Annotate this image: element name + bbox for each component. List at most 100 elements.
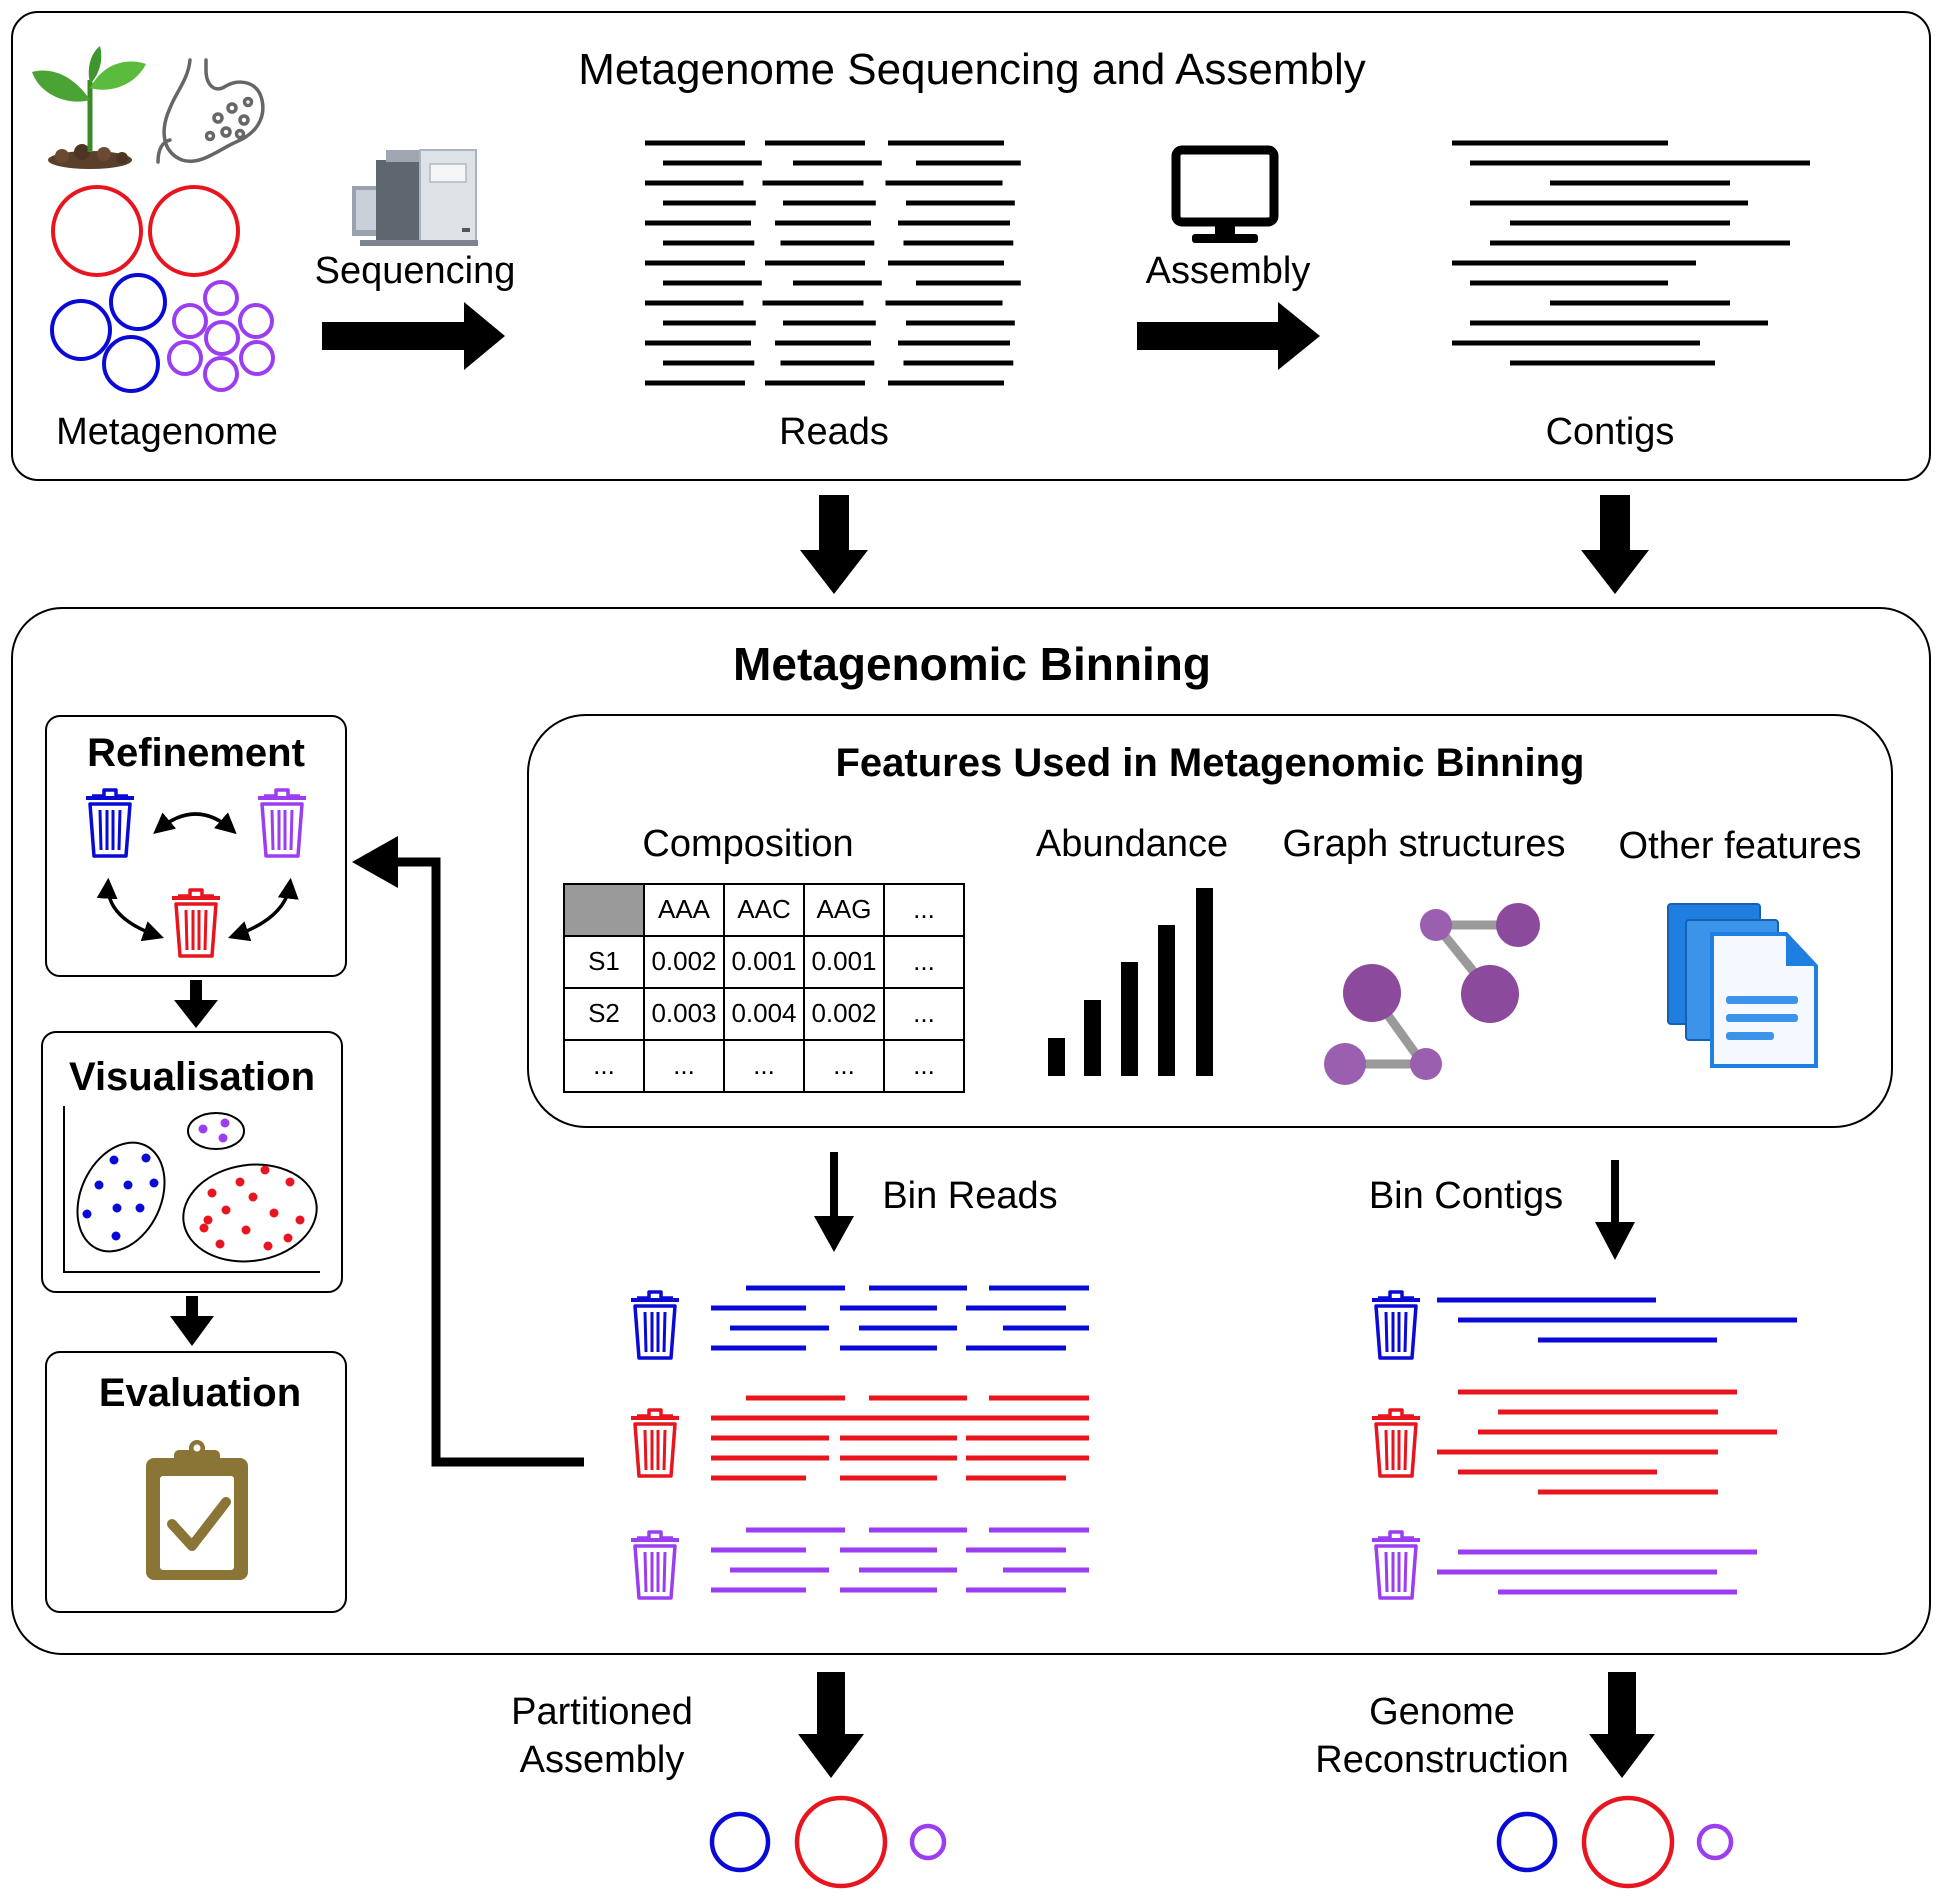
table-cell-text: ... <box>913 998 935 1028</box>
table-cell-text: 0.002 <box>651 946 716 976</box>
refinement-to-visualisation-arrow <box>174 980 218 1028</box>
contigs-lines <box>1452 140 1810 366</box>
table-cell-text: ... <box>913 946 935 976</box>
bin-contigs-arrow <box>1595 1160 1635 1260</box>
table-cell <box>643 883 725 937</box>
scatter-point <box>241 1225 251 1235</box>
table-cell <box>563 1039 645 1093</box>
table-cell <box>643 1039 725 1093</box>
trash-bin-icon <box>170 888 222 958</box>
partitioned-assembly-arrow <box>798 1672 864 1778</box>
sequencer-icon <box>352 149 478 246</box>
partitioned-label-line2: Assembly <box>520 1739 685 1781</box>
scatter-point <box>111 1231 121 1241</box>
feedback-arrow <box>392 857 584 1467</box>
clipboard-check-icon <box>146 1440 248 1580</box>
abundance-label: Abundance <box>1036 823 1228 865</box>
binned-reads <box>711 1285 1089 1593</box>
table-cell <box>563 883 645 937</box>
table-cell <box>723 935 805 989</box>
graph-network-icon <box>1324 903 1540 1085</box>
table-cell-text: ... <box>593 1050 615 1080</box>
metagenome-genomes <box>50 185 275 393</box>
scatter-point <box>235 1177 245 1187</box>
trash-bin-icon <box>1370 1290 1422 1360</box>
scatter-point <box>285 1177 295 1187</box>
feedback-arrowhead <box>352 836 398 888</box>
table-cell-text: 0.002 <box>811 998 876 1028</box>
scatter-point <box>94 1180 104 1190</box>
table-cell <box>883 883 965 937</box>
scatter-point <box>149 1178 159 1188</box>
other-features-label: Other features <box>1619 825 1862 867</box>
trash-bin-icon <box>1370 1408 1422 1478</box>
scatter-point <box>283 1233 293 1243</box>
partitioned-label-line1: Partitioned <box>511 1691 693 1733</box>
table-cell-text: AAA <box>658 894 711 924</box>
reads-lines <box>645 140 1021 386</box>
scatter-point <box>135 1203 145 1213</box>
top-title: Metagenome Sequencing and Assembly <box>578 45 1366 94</box>
partitioned-genomes <box>709 1795 947 1889</box>
stomach-icon <box>156 58 265 164</box>
scatter-point <box>269 1208 279 1218</box>
trash-bin-icon <box>84 788 136 858</box>
table-cell <box>643 935 725 989</box>
table-cell-text: AAC <box>737 894 790 924</box>
metagenome-label: Metagenome <box>56 411 278 453</box>
assembly-label: Assembly <box>1146 250 1311 292</box>
assembly-arrow <box>1137 302 1320 370</box>
scatter-point <box>263 1241 273 1251</box>
scatter-point <box>112 1203 122 1213</box>
trash-bin-icon <box>629 1530 681 1600</box>
reads-label: Reads <box>779 411 889 453</box>
table-cell-text: AAG <box>817 894 872 924</box>
table-cell-text: S1 <box>588 946 620 976</box>
trash-bin-icon <box>629 1290 681 1360</box>
table-cell-text: 0.001 <box>811 946 876 976</box>
scatter-point <box>260 1165 270 1175</box>
scatter-point <box>199 1223 209 1233</box>
table-cell-text: ... <box>673 1050 695 1080</box>
scatter-point <box>221 1205 231 1215</box>
table-cell-text: 0.001 <box>731 946 796 976</box>
plant-icon <box>32 46 146 169</box>
visualisation-to-evaluation-arrow <box>170 1296 214 1346</box>
genome-reconstruction-arrow <box>1589 1672 1655 1778</box>
computer-monitor-icon <box>1171 145 1279 243</box>
refinement-box <box>45 715 347 977</box>
scatter-point <box>215 1239 225 1249</box>
scatter-point <box>207 1188 217 1198</box>
binned-contigs <box>1437 1297 1797 1595</box>
reconstructed-genomes <box>1496 1795 1734 1889</box>
table-cell-text: ... <box>833 1050 855 1080</box>
table-cell-text: ... <box>753 1050 775 1080</box>
table-cell-text: 0.003 <box>651 998 716 1028</box>
refinement-title: Refinement <box>87 731 305 775</box>
sequencing-label: Sequencing <box>315 250 516 292</box>
scatter-point <box>123 1180 133 1190</box>
contigs-label: Contigs <box>1546 411 1675 453</box>
scatter-point <box>220 1118 230 1128</box>
sequencing-arrow <box>322 302 505 370</box>
composition-label: Composition <box>642 823 853 865</box>
binning-title: Metagenomic Binning <box>733 638 1211 690</box>
table-cell <box>563 935 645 989</box>
visualisation-title: Visualisation <box>69 1055 315 1099</box>
visualisation-box <box>41 1031 343 1293</box>
table-cell-text: ... <box>913 894 935 924</box>
bin-reads-arrow <box>814 1152 854 1252</box>
trash-bin-icon <box>629 1408 681 1478</box>
table-cell <box>883 1039 965 1093</box>
evaluation-title: Evaluation <box>99 1371 301 1415</box>
genome-label-line2: Reconstruction <box>1315 1739 1568 1781</box>
features-title: Features Used in Metagenomic Binning <box>835 741 1584 785</box>
contigs-to-binning-arrow <box>1581 495 1649 594</box>
scatter-plot-icon <box>63 1106 320 1273</box>
graph-structures-label: Graph structures <box>1283 823 1566 865</box>
sequencing-assembly-panel <box>11 11 1931 481</box>
bin-contigs-label: Bin Contigs <box>1369 1175 1563 1217</box>
scatter-point <box>218 1133 228 1143</box>
scatter-point <box>203 1215 213 1225</box>
